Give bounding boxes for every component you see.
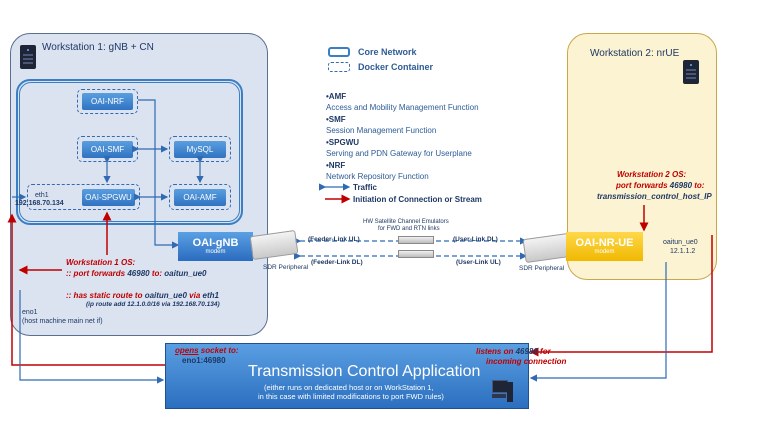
eth1-ip: 192.168.70.134: [15, 200, 64, 207]
user-link-dl-label: (User-Link DL): [453, 236, 498, 243]
eth1-label: eth1: [35, 192, 49, 199]
server-icon: [683, 60, 699, 84]
eno1-label: eno1: [22, 309, 38, 316]
computer-icon: [492, 380, 513, 404]
feeder-link-ul-label: (Feeder-Link UL): [308, 236, 360, 243]
core-network-box-inner: [19, 82, 240, 222]
sdr-left-label: SDR Peripheral: [263, 264, 309, 271]
tca-title: Transmission Control Application: [248, 363, 481, 380]
ws1-static-route: :: has static route to oaitun_ue0 via et…: [66, 291, 219, 300]
oai-nr-ue-modem: OAI-NR-UE modem: [566, 232, 643, 261]
legend-nrf-key: •NRF: [326, 161, 346, 170]
tca-desc-line2: in this case with limited modifications …: [258, 392, 444, 401]
core-network-box: [16, 79, 243, 225]
oai-nrf-box: OAI-NRF: [82, 93, 133, 110]
tca-opens-socket: opens socket to:: [175, 346, 239, 355]
oaitun-ip: 12.1.1.2: [670, 248, 696, 255]
tca-incoming: incoming connection: [486, 357, 567, 366]
ws2-port-forward-target: transmission_control_host_IP: [597, 192, 712, 201]
gnb-title: OAI-gNB: [192, 237, 239, 250]
channel-emulator-device: [398, 250, 434, 258]
ws2-os-label: Workstation 2 OS:: [617, 170, 687, 179]
tca-socket-addr: eno1:46980: [182, 356, 226, 365]
legend-traffic-label: Traffic: [353, 183, 378, 192]
docker-container-nrf: [77, 89, 138, 114]
ws1-route-command: (ip route add 12.1.0.0/16 via 192.168.70…: [86, 301, 220, 308]
legend-docker-swatch: [328, 62, 350, 72]
feeder-link-dl-label: (Feeder-Link DL): [311, 259, 363, 266]
server-icon: [20, 45, 36, 69]
legend-docker-label: Docker Container: [358, 62, 434, 72]
legend-initiation-label: Initiation of Connection or Stream: [353, 195, 482, 204]
oai-amf-box: OAI-AMF: [174, 189, 226, 206]
legend-spgwu-key: •SPGWU: [326, 138, 360, 147]
legend-nrf-desc: Network Repository Function: [326, 172, 429, 181]
legend-core-network-swatch: [328, 47, 350, 57]
tca-listens: listens on 46980 for: [476, 347, 551, 356]
legend-smf-desc: Session Management Function: [326, 126, 437, 135]
oai-smf-box: OAI-SMF: [82, 141, 133, 158]
tca-desc-line1: (either runs on dedicated host or on Wor…: [264, 383, 434, 392]
transmission-control-application-box: [165, 343, 529, 409]
legend-smf-key: •SMF: [326, 115, 346, 124]
workstation-1-title: Workstation 1: gNB + CN: [42, 42, 154, 53]
gnb-subtitle: modem: [205, 249, 226, 256]
oai-spgwu-box: OAI-SPGWU: [82, 189, 135, 206]
channel-emulator-line1: HW Satellite Channel Emulators: [363, 219, 449, 225]
channel-emulator-line2: for FWD and RTN links: [378, 226, 440, 232]
docker-container-amf: [169, 184, 231, 210]
nrue-title: OAI-NR-UE: [575, 237, 634, 250]
legend-core-network-label: Core Network: [358, 47, 417, 57]
legend-amf-desc: Access and Mobility Management Function: [326, 103, 479, 112]
eno1-desc: (host machine main net if): [22, 318, 103, 325]
oai-gnb-modem: OAI-gNB modem: [178, 232, 253, 261]
oaitun-label: oaitun_ue0: [663, 239, 698, 246]
sdr-right-label: SDR Peripheral: [519, 265, 565, 272]
workstation-2-title: Workstation 2: nrUE: [590, 48, 680, 59]
nrue-subtitle: modem: [594, 249, 615, 256]
mysql-box: MySQL: [174, 141, 226, 158]
channel-emulator-device: [398, 236, 434, 244]
ws1-port-forward: :: port forwards 46980 to: oaitun_ue0: [66, 269, 207, 278]
ws2-port-forward: port forwards 46980 to:: [616, 181, 705, 190]
legend-amf-key: •AMF: [326, 92, 347, 101]
legend-spgwu-desc: Serving and PDN Gateway for Userplane: [326, 149, 472, 158]
ws1-os-label: Workstation 1 OS:: [66, 258, 136, 267]
user-link-ul-label: (User-Link UL): [456, 259, 501, 266]
